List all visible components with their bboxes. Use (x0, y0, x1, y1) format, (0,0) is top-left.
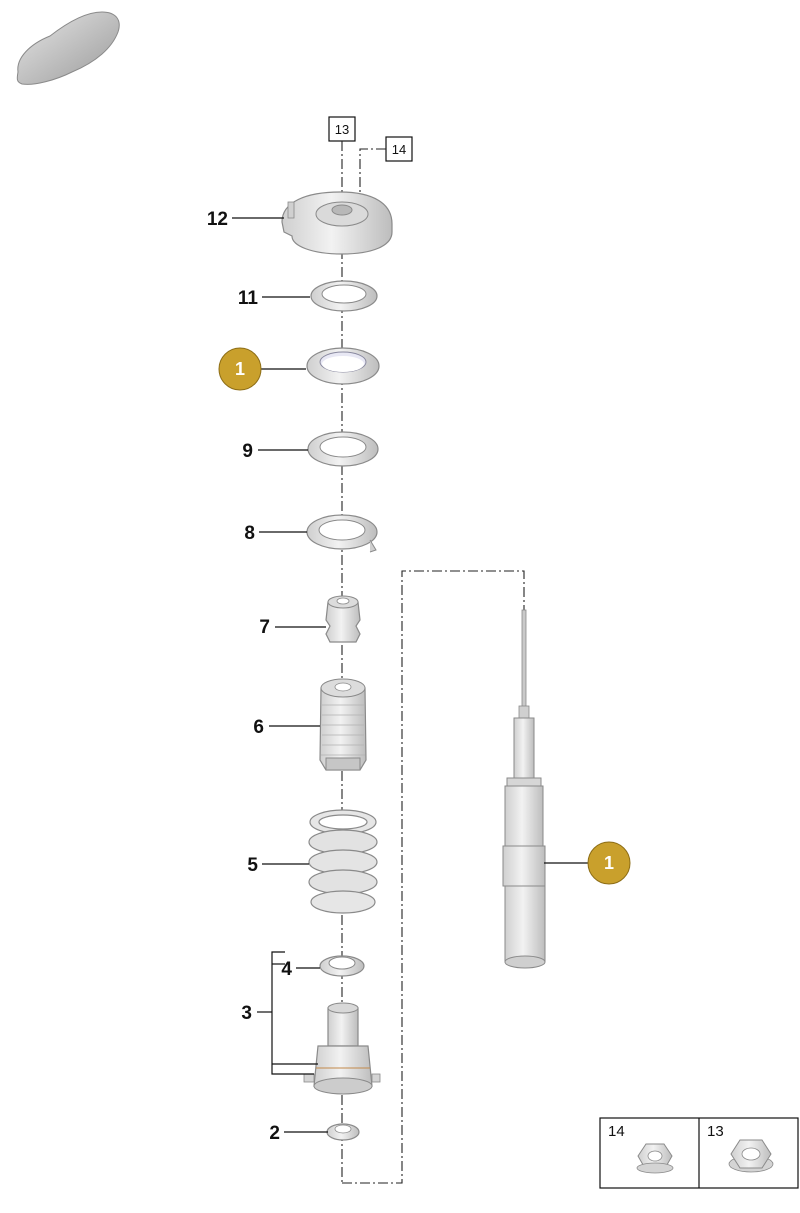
part-11-support-ring (310, 280, 378, 312)
car-silhouette-icon (16, 11, 120, 85)
flange-nut-13-icon (728, 1139, 774, 1173)
part-5-coil-spring (308, 809, 378, 914)
svg-text:7: 7 (259, 617, 270, 638)
svg-text:14: 14 (608, 1123, 625, 1140)
callout-6: 6 (253, 717, 320, 738)
svg-text:13: 13 (707, 1123, 724, 1140)
part-1-shock-absorber (502, 609, 546, 969)
callout-12: 12 (207, 209, 284, 230)
callout-1-right: 1 (544, 841, 631, 885)
flange-nut-14-icon (636, 1143, 674, 1174)
part-9-washer (307, 431, 379, 467)
callout-11: 11 (238, 288, 310, 309)
callout-7: 7 (259, 617, 326, 638)
shock-absorber-routing-line (342, 570, 525, 1184)
callout-9: 9 (242, 441, 308, 462)
part-3-spring-seat-assembly (303, 1002, 381, 1095)
svg-text:11: 11 (238, 288, 259, 309)
callout-4: 4 (281, 959, 320, 980)
svg-text:6: 6 (253, 717, 264, 738)
part-6-protective-sleeve (319, 678, 367, 771)
part-12-top-mount (281, 191, 393, 255)
svg-text:12: 12 (207, 209, 228, 230)
part-4-lower-seat-ring (319, 955, 365, 977)
callout-1-left: 1 (218, 347, 306, 391)
part-7-bump-stop (325, 595, 361, 643)
svg-text:13: 13 (335, 122, 349, 137)
svg-text:1: 1 (604, 853, 614, 873)
fastener-inset-box: 14 13 (599, 1117, 799, 1189)
svg-text:5: 5 (247, 855, 258, 876)
part-2-bushing (326, 1123, 360, 1141)
part-1-bearing-ring (306, 347, 380, 385)
svg-text:8: 8 (244, 523, 255, 544)
svg-text:3: 3 (241, 1003, 252, 1024)
ref-box-13: 13 (328, 116, 356, 142)
svg-text:9: 9 (242, 441, 253, 462)
callout-3: 3 (241, 951, 318, 1075)
svg-text:4: 4 (281, 959, 292, 980)
callout-8: 8 (244, 523, 307, 544)
part-8-spring-seat (306, 514, 378, 553)
callout-2: 2 (269, 1123, 328, 1144)
callout-5: 5 (247, 855, 309, 876)
svg-text:1: 1 (235, 359, 245, 379)
ref-box-14: 14 (385, 136, 413, 162)
svg-text:14: 14 (392, 142, 406, 157)
ref-line-14 (359, 148, 386, 198)
svg-text:2: 2 (269, 1123, 280, 1144)
